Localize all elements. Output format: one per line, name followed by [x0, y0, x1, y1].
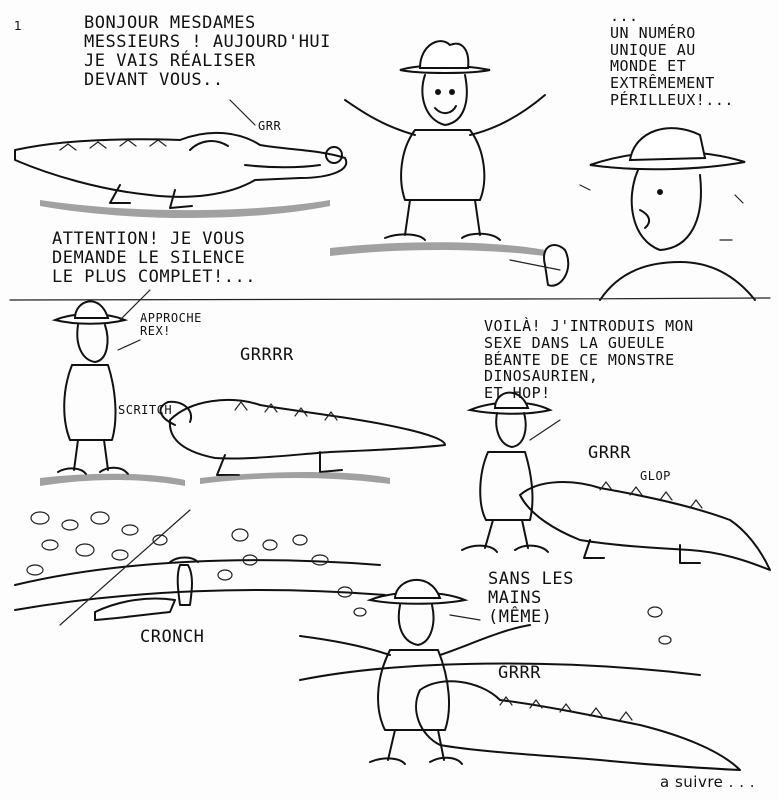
presenter-drawing-1: [330, 40, 546, 256]
speech-bubble-p3: ATTENTION! JE VOUS DEMANDE LE SILENCE LE…: [52, 229, 256, 288]
presenter-closeup-drawing: [543, 127, 756, 301]
crocodile-drawing-2: [159, 399, 446, 484]
sound-effect-p1: GRR: [258, 119, 282, 133]
presenter-drawing-2: [40, 300, 185, 486]
crocodile-drawing-1: [14, 131, 348, 218]
to-be-continued-caption: a suivre . . .: [660, 773, 756, 791]
sound-effect-p3: GRRRR: [240, 345, 294, 365]
gulp-sound-p4: GLOP: [640, 469, 671, 483]
call-text-p3: APPROCHE REX!: [140, 311, 202, 339]
presenter-drawing-4: [299, 579, 531, 765]
sound-effect-p4: GRRR: [588, 443, 631, 463]
presenter-drawing-3: [461, 391, 553, 553]
speech-bubble-p4: VOILÀ! J'INTRODUIS MON SEXE DANS LA GUEU…: [484, 317, 694, 403]
page-number: 1: [14, 19, 23, 33]
arena-scene-drawing: [14, 509, 672, 645]
crocodile-drawing-3: [519, 481, 771, 571]
crocodile-drawing-4: [299, 662, 741, 771]
speech-bubble-p1: BONJOUR MESDAMES MESSIEURS ! AUJOURD'HUI…: [84, 13, 331, 91]
speech-bubble-p6: SANS LES MAINS (MÊME): [488, 569, 574, 628]
sound-effect-p5: CRONCH: [140, 627, 205, 647]
speech-bubble-p2: ... UN NUMÉRO UNIQUE AU MONDE ET EXTRÊME…: [610, 7, 734, 109]
scratch-sound-p3: SCRITCH: [118, 403, 173, 417]
sound-effect-p6: GRRR: [498, 663, 541, 683]
